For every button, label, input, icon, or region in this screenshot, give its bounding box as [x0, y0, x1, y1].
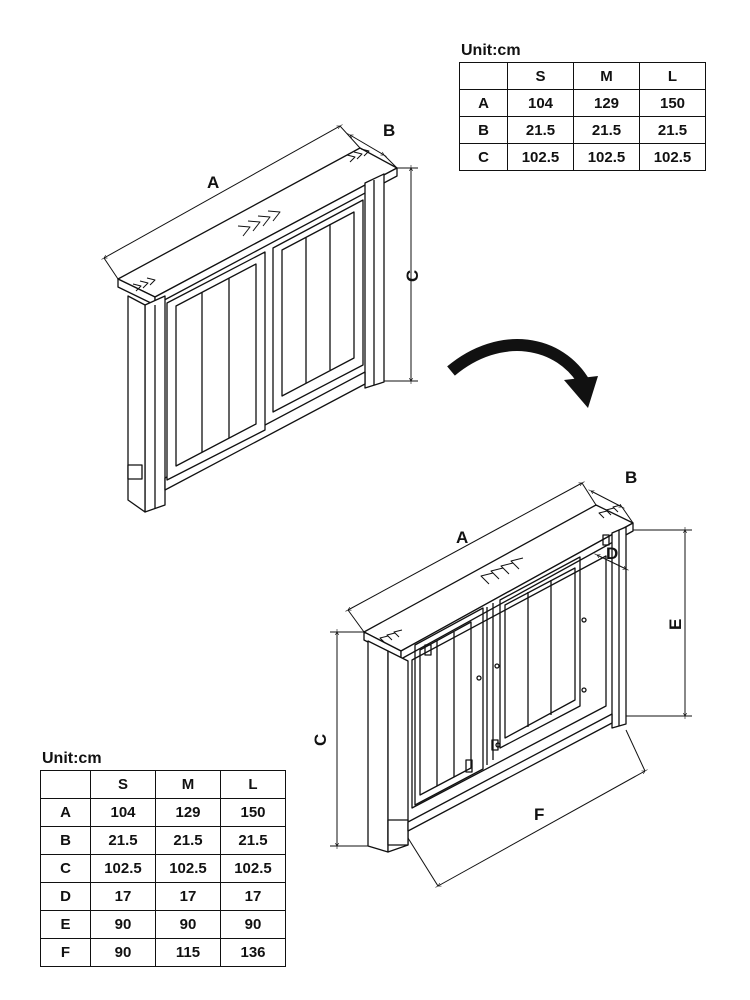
table-row: A 104 129 150 — [40, 798, 286, 827]
table-cell: 90 — [155, 910, 221, 939]
table-cell: 115 — [155, 938, 221, 967]
dimension-lines-front — [104, 126, 418, 381]
curved-arrow-icon — [447, 339, 598, 408]
table-row: E 90 90 90 — [40, 910, 286, 939]
table-cell: 104 — [507, 89, 574, 117]
table-cell: 129 — [573, 89, 640, 117]
table-cell: 102.5 — [573, 143, 640, 171]
unit-label-top: Unit:cm — [461, 42, 521, 59]
table-cell: 21.5 — [573, 116, 640, 144]
dimension-label-b: B — [383, 121, 395, 140]
table-cell: 90 — [90, 910, 156, 939]
table-header-row: S M L — [40, 770, 286, 799]
table-cell: 102.5 — [220, 854, 286, 883]
dimension-label-c: C — [311, 734, 330, 746]
table-cell: 150 — [220, 798, 286, 827]
dimension-label-a: A — [456, 528, 468, 547]
table-cell: 104 — [90, 798, 156, 827]
dimension-label-e: E — [666, 619, 685, 630]
table-cell: 21.5 — [639, 116, 706, 144]
table-row: D 17 17 17 — [40, 882, 286, 911]
radiator-cover-front-view — [117, 147, 398, 513]
dimension-label-f: F — [534, 805, 544, 824]
row-label: D — [40, 882, 91, 911]
table-cell: 136 — [220, 938, 286, 967]
table-cell: 102.5 — [155, 854, 221, 883]
table-cell: 102.5 — [507, 143, 574, 171]
row-label: C — [459, 143, 508, 171]
dimension-label-b: B — [625, 468, 637, 487]
dimension-label-a: A — [207, 173, 219, 192]
dimension-lines-back — [330, 483, 692, 886]
table-row: F 90 115 136 — [40, 938, 286, 967]
table-cell: 90 — [90, 938, 156, 967]
row-label: A — [40, 798, 91, 827]
table-cell: 21.5 — [155, 826, 221, 855]
table-row: B 21.5 21.5 21.5 — [40, 826, 286, 855]
dimension-label-c: C — [403, 270, 422, 282]
header-cell: L — [220, 770, 286, 799]
row-label: C — [40, 854, 91, 883]
table-cell: 90 — [220, 910, 286, 939]
dimension-table-front: S M L A 104 129 150 B 21.5 21.5 21.5 C 1… — [459, 62, 706, 171]
dimension-label-d: D — [606, 544, 618, 563]
table-cell: 129 — [155, 798, 221, 827]
table-cell: 17 — [220, 882, 286, 911]
dimension-table-back: S M L A 104 129 150 B 21.5 21.5 21.5 C 1… — [40, 770, 286, 967]
table-cell: 102.5 — [639, 143, 706, 171]
header-cell: S — [507, 62, 574, 90]
table-cell: 21.5 — [220, 826, 286, 855]
table-row: C 102.5 102.5 102.5 — [459, 143, 706, 171]
unit-label-bottom: Unit:cm — [42, 750, 102, 767]
